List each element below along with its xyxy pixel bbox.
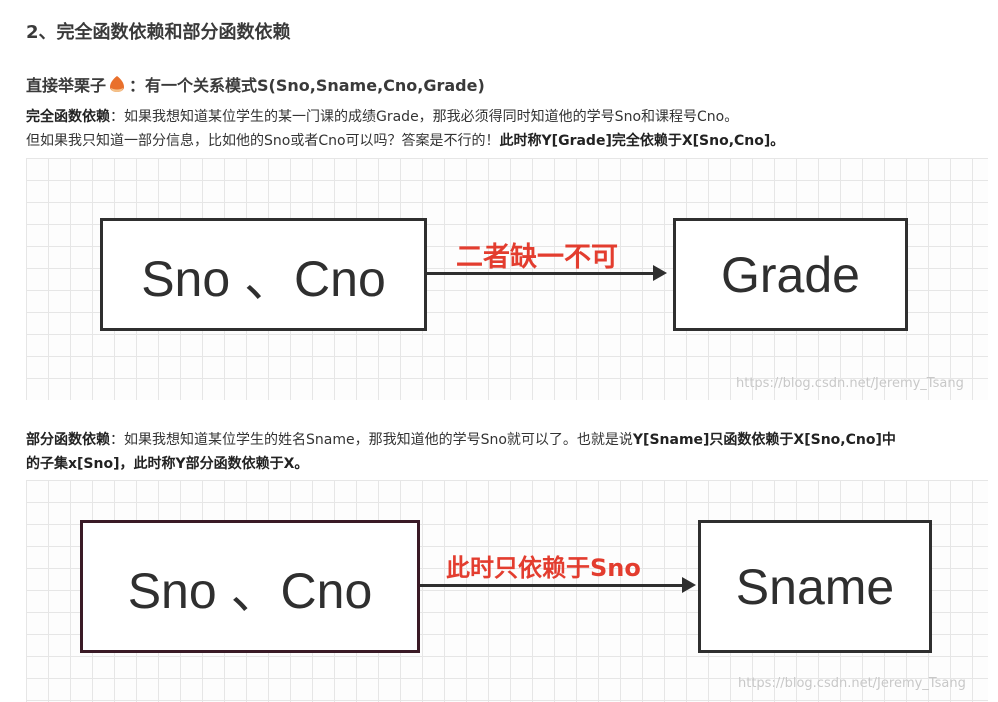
example-heading: 直接举栗子 ：有一个关系模式S(Sno,Sname,Cno,Grade) (26, 72, 485, 96)
partial-dependency-line1: ：如果我想知道某位学生的姓名Sname，那我知道他的学号Sno就可以了。也就是说 (110, 432, 633, 448)
partial-dependency-label: 部分函数依赖 (26, 432, 110, 448)
arrow-label: 此时只依赖于Sno (446, 554, 641, 582)
full-dependency-line2: 但如果我只知道一部分信息，比如他的Sno或者Cno可以吗？答案是不行的！ (26, 133, 500, 149)
full-dependency-label: 完全函数依赖 (26, 109, 110, 125)
example-text: ：有一个关系模式S(Sno,Sname,Cno,Grade) (129, 76, 485, 95)
chestnut-icon (108, 75, 126, 93)
partial-dependency-bold1: Y[Sname]只函数依赖于X[Sno,Cno]中 (632, 432, 896, 448)
sname-box: Sname (698, 520, 932, 653)
full-dependency-conclusion: 此时称Y[Grade]完全依赖于X[Sno,Cno]。 (499, 133, 785, 149)
full-dependency-diagram: Sno 、Cno 二者缺一不可 Grade https://blog.csdn.… (26, 158, 988, 400)
dependency-arrow (420, 577, 696, 593)
full-dependency-line1: ：如果我想知道某位学生的某一门课的成绩Grade，那我必须得同时知道他的学号Sn… (110, 109, 739, 125)
full-dependency-paragraph: 完全函数依赖：如果我想知道某位学生的某一门课的成绩Grade，那我必须得同时知道… (26, 105, 784, 153)
sno-cno-box: Sno 、Cno (100, 218, 427, 331)
section-title: 2、完全函数依赖和部分函数依赖 (26, 22, 291, 43)
example-prefix: 直接举栗子 (26, 76, 107, 95)
dependency-arrow (427, 265, 667, 281)
partial-dependency-conclusion: 的子集x[Sno]，此时称Y部分函数依赖于X。 (26, 456, 309, 472)
arrow-label: 二者缺一不可 (456, 242, 618, 273)
grade-box: Grade (673, 218, 908, 331)
watermark: https://blog.csdn.net/Jeremy_Tsang (738, 676, 966, 691)
watermark: https://blog.csdn.net/Jeremy_Tsang (736, 376, 964, 391)
sno-cno-box: Sno 、Cno (80, 520, 420, 653)
partial-dependency-diagram: Sno 、Cno 此时只依赖于Sno Sname https://blog.cs… (26, 480, 988, 702)
partial-dependency-paragraph: 部分函数依赖：如果我想知道某位学生的姓名Sname，那我知道他的学号Sno就可以… (26, 428, 896, 476)
